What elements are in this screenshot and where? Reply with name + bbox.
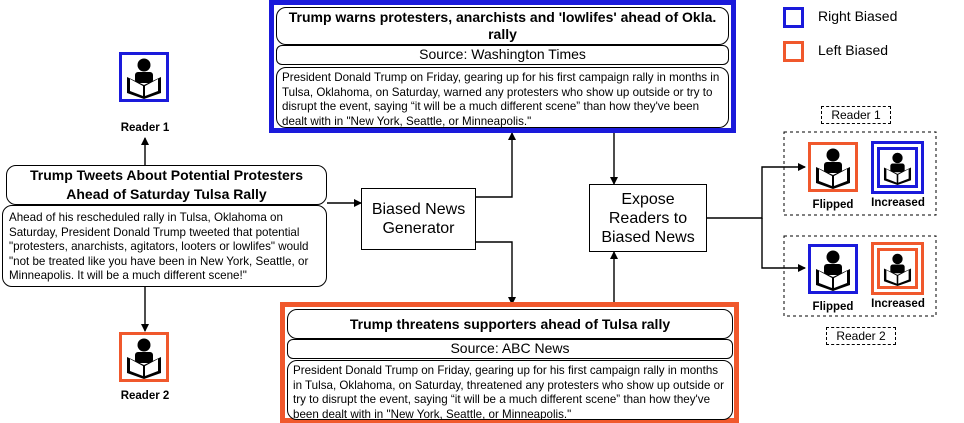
outcome1-increased-icon	[871, 141, 924, 194]
legend: Right Biased Left Biased	[780, 5, 960, 65]
legend-label-right: Right Biased	[818, 8, 898, 24]
reader1-icon-right-biased	[119, 52, 169, 102]
right-article-source: Source: Washington Times	[276, 45, 729, 65]
outcome-group-reader2	[783, 235, 937, 317]
reader-person-icon	[883, 253, 912, 286]
legend-label-left: Left Biased	[818, 42, 889, 58]
reader2-icon-left-biased	[119, 332, 169, 382]
legend-swatch-left	[783, 41, 804, 62]
outcome2-flipped-icon	[808, 244, 858, 294]
reader-person-icon	[816, 250, 850, 291]
expose-readers-box: Expose Readers to Biased News	[589, 184, 707, 252]
outcome-group-reader1	[783, 131, 937, 216]
left-article-body: President Donald Trump on Friday, gearin…	[287, 360, 733, 420]
arrow-expose-to-group1	[707, 163, 806, 219]
arrow-expose-to-group2	[761, 218, 806, 272]
source-article-body: Ahead of his rescheduled rally in Tulsa,…	[2, 205, 327, 287]
outcome2-increased-label: Increased	[871, 298, 925, 310]
left-biased-article-frame: Trump threatens supporters ahead of Tuls…	[280, 302, 739, 423]
reader-person-icon	[127, 338, 161, 379]
reader-person-icon	[127, 58, 161, 99]
right-biased-article-frame: Trump warns protesters, anarchists and '…	[269, 0, 736, 133]
reader-person-icon	[816, 148, 850, 189]
outcome-reader1-label: Reader 1	[821, 106, 891, 124]
reader2-label: Reader 2	[120, 390, 170, 402]
outcome2-increased-inner	[877, 248, 918, 289]
outcome1-flipped-label: Flipped	[812, 199, 854, 211]
outcome-reader2-label: Reader 2	[826, 327, 896, 345]
left-article-title: Trump threatens supporters ahead of Tuls…	[287, 309, 733, 339]
source-article-title: Trump Tweets About Potential Protesters …	[6, 165, 327, 205]
arrow-generator-to-right-article	[476, 132, 516, 198]
outcome1-increased-inner	[877, 147, 918, 188]
reader1-label: Reader 1	[120, 122, 170, 134]
outcome2-flipped-label: Flipped	[812, 301, 854, 313]
right-article-title: Trump warns protesters, anarchists and '…	[276, 7, 729, 45]
biased-news-generator: Biased News Generator	[361, 188, 476, 250]
outcome2-increased-icon	[871, 242, 924, 295]
outcome1-flipped-icon	[808, 142, 858, 192]
legend-swatch-right	[783, 7, 804, 28]
outcome1-increased-label: Increased	[871, 197, 925, 209]
right-article-body: President Donald Trump on Friday, gearin…	[276, 67, 729, 128]
arrow-generator-to-left-article	[476, 241, 516, 305]
left-article-source: Source: ABC News	[287, 339, 733, 359]
reader-person-icon	[883, 152, 912, 185]
